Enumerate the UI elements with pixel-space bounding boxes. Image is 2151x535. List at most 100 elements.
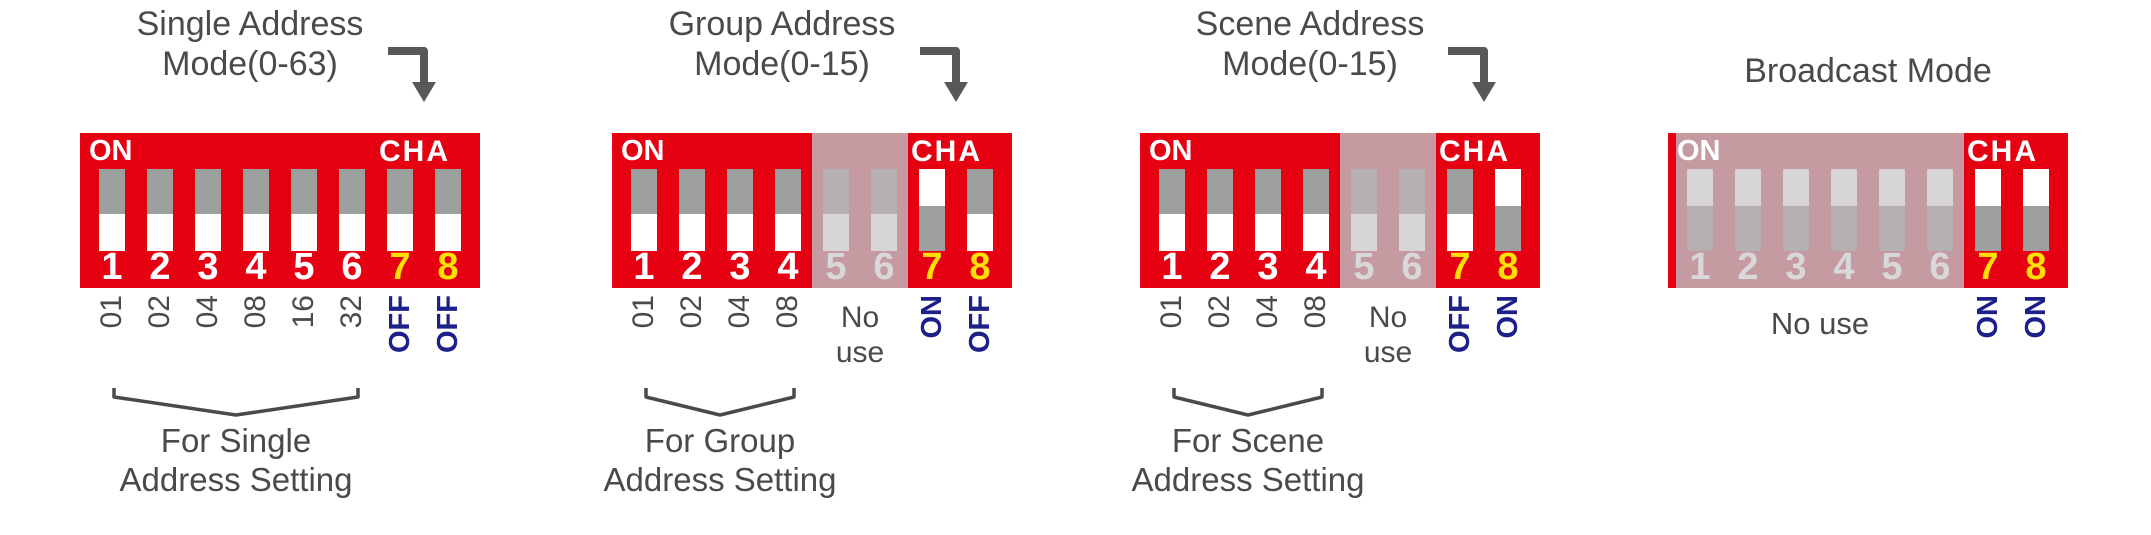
switch8-state-label: OFF bbox=[963, 295, 996, 353]
dip-switch-5: 5 bbox=[1868, 133, 1916, 288]
bracket-caption: For Group Address Setting bbox=[550, 421, 890, 499]
switch-slot bbox=[147, 169, 173, 251]
switch-number: 6 bbox=[341, 246, 363, 288]
switch-slot bbox=[387, 169, 413, 251]
switch-slot bbox=[1783, 169, 1809, 251]
switch-slot bbox=[631, 169, 657, 251]
switch-handle bbox=[967, 214, 993, 251]
dip-switch-5: 5 bbox=[812, 133, 860, 288]
dip-switch-6: 6 bbox=[1916, 133, 1964, 288]
no-use-label: No use bbox=[1770, 306, 1870, 341]
switch-slot bbox=[1447, 169, 1473, 251]
panel-title-line1: Group Address bbox=[668, 5, 896, 43]
switch7-state-label: ON bbox=[915, 295, 948, 339]
switch-slot bbox=[1831, 169, 1857, 251]
switch-handle bbox=[339, 214, 365, 251]
dip-switch-3: 3 bbox=[1772, 133, 1820, 288]
switch-number: 5 bbox=[825, 246, 847, 288]
dip-switch-5: 5 bbox=[1340, 133, 1388, 288]
label-column: 01 bbox=[620, 295, 668, 328]
switch-slot bbox=[1495, 169, 1521, 251]
label-column: 01 bbox=[88, 295, 136, 328]
on-label: ON bbox=[621, 135, 665, 167]
switch-slot bbox=[1159, 169, 1185, 251]
switch-handle bbox=[1255, 214, 1281, 251]
cha-label: CHA bbox=[379, 135, 450, 168]
label-column: ON bbox=[908, 295, 956, 339]
switch8-state-label: ON bbox=[1491, 295, 1524, 339]
switch-number: 5 bbox=[1353, 246, 1375, 288]
switch-slot bbox=[2023, 169, 2049, 251]
switch-handle bbox=[99, 214, 125, 251]
switch-number: 4 bbox=[1305, 246, 1327, 288]
caption-line1: For Scene bbox=[1171, 422, 1325, 459]
switch-handle bbox=[1783, 169, 1809, 206]
on-label: ON bbox=[1149, 135, 1193, 167]
cha-label: CHA bbox=[911, 135, 982, 168]
switch7-state-label: ON bbox=[1971, 295, 2004, 339]
switch-number: 1 bbox=[1689, 246, 1711, 288]
switch-number: 7 bbox=[1977, 246, 1999, 288]
switch-slot bbox=[1975, 169, 2001, 251]
dip-switch-1: 1 bbox=[1676, 133, 1724, 288]
switch-row: 1 2 3 4 5 bbox=[1148, 133, 1532, 288]
dip-switch-6: 6 bbox=[1388, 133, 1436, 288]
switch-slot bbox=[339, 169, 365, 251]
switch-handle bbox=[871, 214, 897, 251]
label-column: OFF bbox=[376, 295, 424, 353]
switch-row: 1 2 3 4 5 bbox=[620, 133, 1004, 288]
switch-handle bbox=[1879, 169, 1905, 206]
value-label: 16 bbox=[287, 295, 320, 329]
dip-switch-8: 8 bbox=[424, 133, 472, 288]
panel-title-line1: Single Address bbox=[136, 5, 364, 43]
dip-switch-8: 8 bbox=[1484, 133, 1532, 288]
label-column: 08 bbox=[232, 295, 280, 328]
switch-handle bbox=[1351, 214, 1377, 251]
switch-handle bbox=[1159, 214, 1185, 251]
label-column: 16 bbox=[280, 295, 328, 328]
label-column: ON bbox=[1964, 295, 2012, 339]
switch-handle bbox=[1831, 169, 1857, 206]
switch-slot bbox=[1207, 169, 1233, 251]
dip-switch-5: 5 bbox=[280, 133, 328, 288]
switch-number: 1 bbox=[101, 246, 123, 288]
dip-switch-6: 6 bbox=[860, 133, 908, 288]
panel-title-line2: Mode(0-15) bbox=[1222, 45, 1398, 83]
dip-switch-body: 1 2 3 4 5 bbox=[1668, 133, 2068, 288]
dip-switch-body: 1 2 3 4 5 bbox=[1140, 133, 1540, 288]
switch-handle bbox=[195, 214, 221, 251]
no-use-label: No use bbox=[812, 300, 908, 370]
label-column: 04 bbox=[184, 295, 232, 328]
dip-switch-2: 2 bbox=[1196, 133, 1244, 288]
switch8-state-label: OFF bbox=[431, 295, 464, 353]
switch-number: 3 bbox=[729, 246, 751, 288]
label-column: 04 bbox=[716, 295, 764, 328]
switch-handle bbox=[1687, 169, 1713, 206]
switch-number: 7 bbox=[1449, 246, 1471, 288]
value-label: 04 bbox=[723, 295, 756, 329]
switch8-state-label: ON bbox=[2019, 295, 2052, 339]
label-column: 02 bbox=[1196, 295, 1244, 328]
switch-row: 1 2 3 4 5 bbox=[1676, 133, 2060, 288]
switch-number: 3 bbox=[1257, 246, 1279, 288]
down-arrow-icon bbox=[920, 47, 968, 102]
switch-slot bbox=[1303, 169, 1329, 251]
switch7-state-label: OFF bbox=[383, 295, 416, 353]
panel-title-line1: Scene Address bbox=[1195, 5, 1425, 43]
single-address-mode-panel: Single Address Mode(0-63) 1 2 3 bbox=[80, 0, 480, 535]
value-label: 04 bbox=[191, 295, 224, 329]
dip-switch-8: 8 bbox=[2012, 133, 2060, 288]
label-column: ON bbox=[2012, 295, 2060, 339]
caption-line1: For Single bbox=[160, 422, 312, 459]
dip-switch-4: 4 bbox=[232, 133, 280, 288]
dip-switch-4: 4 bbox=[1820, 133, 1868, 288]
dip-switch-body: 1 2 3 4 5 bbox=[80, 133, 480, 288]
switch-slot bbox=[195, 169, 221, 251]
switch-handle bbox=[727, 214, 753, 251]
switch-handle bbox=[1975, 169, 2001, 206]
label-column: 02 bbox=[668, 295, 716, 328]
caption-line2: Address Setting bbox=[603, 461, 837, 498]
switch-number: 6 bbox=[1401, 246, 1423, 288]
switch-slot bbox=[727, 169, 753, 251]
